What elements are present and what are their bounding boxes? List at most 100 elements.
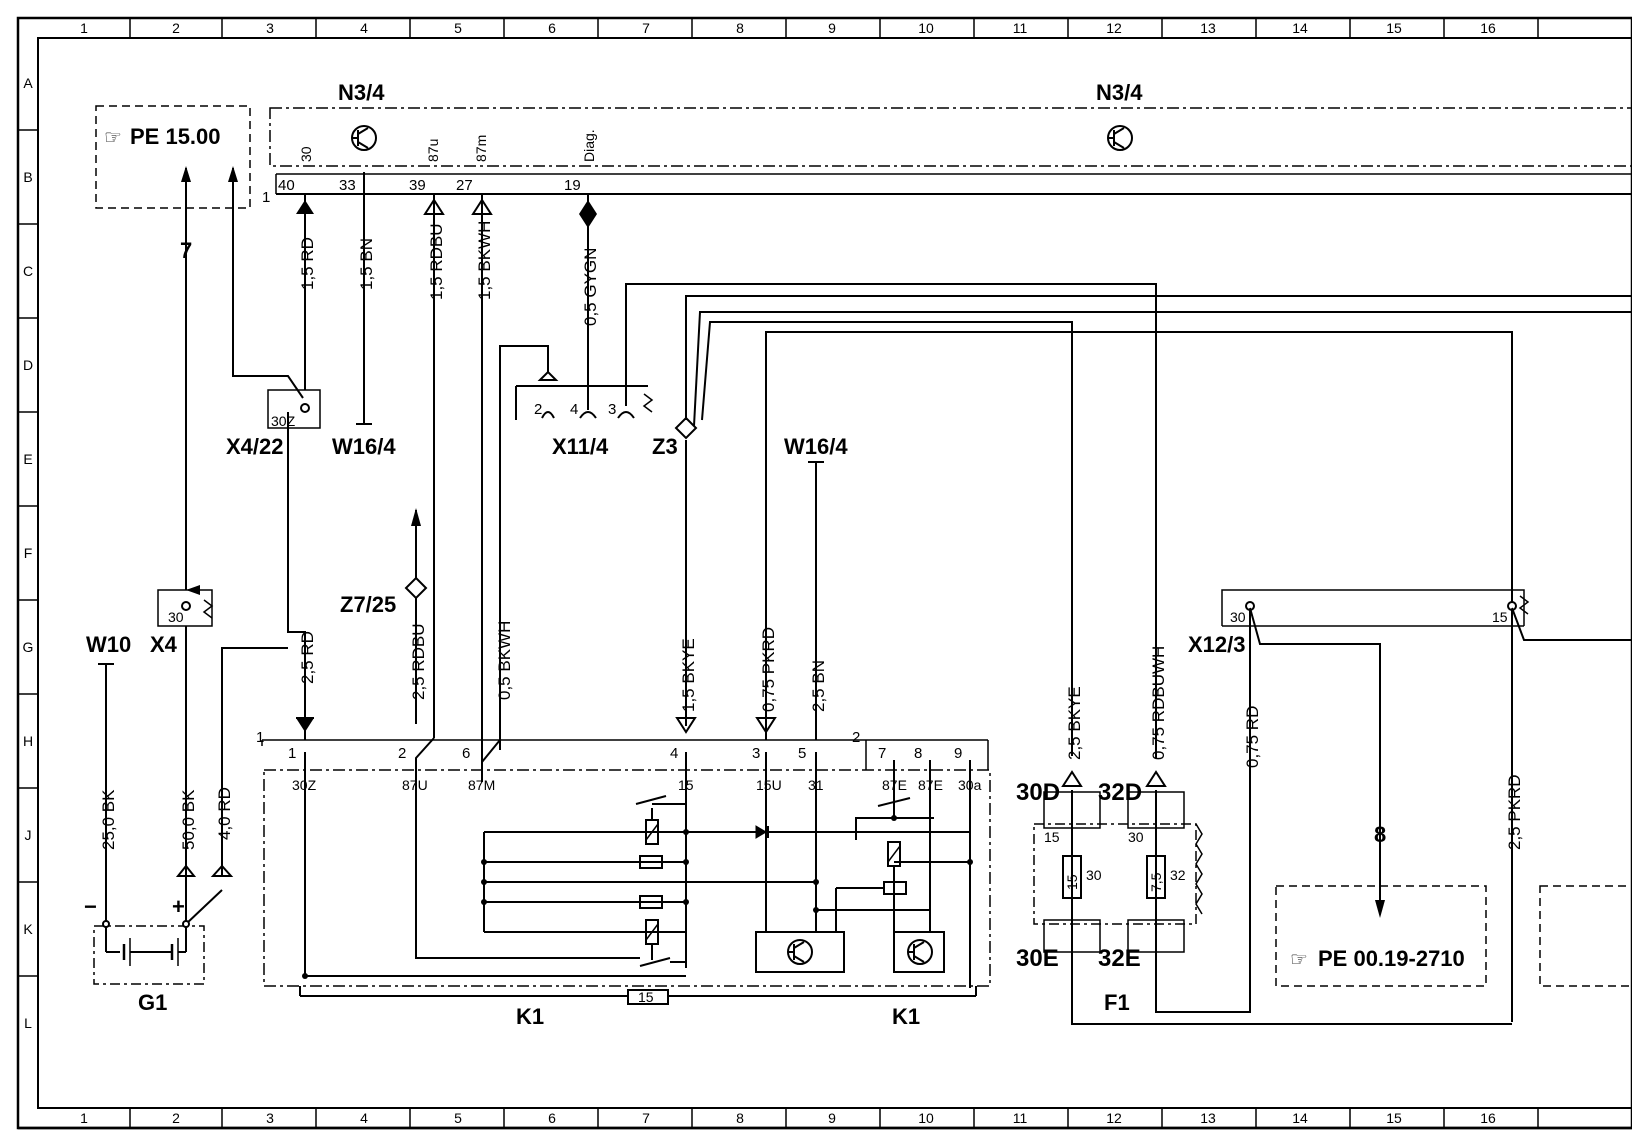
- w16-4-top-label: W16/4: [332, 434, 396, 459]
- wire-label: 2,5 PKRD: [1505, 774, 1524, 850]
- grid-row-label: F: [24, 545, 33, 561]
- grid-col-label: 15: [1386, 20, 1402, 36]
- grid-col-label: 2: [172, 1110, 180, 1126]
- f1-in-left: 30D: [1016, 779, 1060, 806]
- wires-upper: [288, 172, 1632, 1022]
- wire-label: 1,5 RDBU: [427, 223, 446, 300]
- x4-22-label: X4/22: [226, 434, 284, 459]
- pin-name: 31: [808, 777, 824, 793]
- arrow-up-icon: [181, 166, 191, 182]
- wire-label: 0,5 GYGN: [581, 248, 600, 326]
- fuse-number: 30: [1086, 867, 1102, 883]
- pin-name: 15U: [756, 777, 782, 793]
- n34-right-label: N3/4: [1096, 80, 1143, 105]
- pin-name: 30: [1128, 829, 1144, 845]
- grid-col-label: 13: [1200, 20, 1216, 36]
- pin-number: 40: [278, 177, 295, 194]
- pin-name: 30: [298, 146, 314, 162]
- transistor-icon: [352, 126, 376, 150]
- grid-col-label: 14: [1292, 1110, 1308, 1126]
- transistor-icon: [1108, 126, 1132, 150]
- wire-label: 4,0 RD: [215, 787, 234, 840]
- grid-col-label: 4: [360, 1110, 368, 1126]
- f1-out-right: 32E: [1098, 945, 1141, 972]
- pin-number: 8: [914, 745, 922, 762]
- pin-number: 1: [288, 745, 296, 762]
- grid-col-label: 8: [736, 20, 744, 36]
- grid-col-label: 11: [1013, 20, 1028, 36]
- grid-row-labels: A B C D E F G H J K L: [23, 75, 34, 1031]
- k1-left-label: K1: [516, 1004, 544, 1029]
- grid-col-label: 10: [918, 1110, 934, 1126]
- pin-number: 33: [339, 177, 356, 194]
- wire-label: 0,75 RD: [1243, 706, 1262, 768]
- grid-col-label: 9: [828, 1110, 836, 1126]
- fuse-rating: 7,5: [1148, 872, 1164, 892]
- pin-name: 87u: [425, 139, 441, 162]
- pin-name: 15: [1044, 829, 1060, 845]
- pin-name: 30: [1230, 609, 1246, 625]
- grid-col-label: 5: [454, 20, 462, 36]
- g1-label: G1: [138, 990, 167, 1015]
- grid-row-label: C: [23, 263, 33, 279]
- grid-column-labels: 1 2 3 4 5 6 7 8 9 10 11 12 13 14 15 16 1…: [80, 20, 1496, 1126]
- g1-plus: +: [172, 894, 185, 919]
- n34-side-number: 1: [262, 189, 270, 206]
- grid-col-label: 15: [1386, 1110, 1402, 1126]
- pin-arrows: [296, 200, 597, 228]
- wire-label: 1,5 BKWH: [475, 221, 494, 300]
- grid-row-label: E: [23, 451, 32, 467]
- grid-col-label: 3: [266, 1110, 274, 1126]
- f1-label: F1: [1104, 990, 1130, 1015]
- pe-reference-bottom[interactable]: ☞ PE 00.19-2710: [1276, 886, 1486, 986]
- z3-label: Z3: [652, 434, 678, 459]
- pointing-hand-icon: ☞: [104, 127, 122, 149]
- pin-number: 3: [752, 745, 760, 762]
- k1-right-label: K1: [892, 1004, 920, 1029]
- k1-module: [262, 738, 990, 1004]
- wire-label: 0,75 RDBUWH: [1149, 646, 1168, 760]
- pin-number: 9: [954, 745, 962, 762]
- x4-connector: 30 X4: [150, 590, 212, 657]
- f1-in-right: 32D: [1098, 779, 1142, 806]
- x4-22-connector: 30Z X4/22: [226, 390, 320, 459]
- pin-number: 4: [570, 401, 578, 418]
- pin-number: 6: [462, 745, 470, 762]
- grid-col-label: 9: [828, 20, 836, 36]
- grid-col-label: 6: [548, 20, 556, 36]
- arrow-down-icon: [1375, 900, 1385, 918]
- grid-row-label: L: [24, 1015, 32, 1031]
- fuse-rating: 15: [1064, 874, 1080, 890]
- wire-label: 2,5 RD: [298, 631, 317, 684]
- k1-input-arrows: [296, 718, 775, 732]
- grid-ticks: [18, 18, 1538, 1128]
- k1-fuse-label: 15: [638, 989, 654, 1005]
- grid-col-label: 14: [1292, 20, 1308, 36]
- pin-name: 87M: [468, 777, 495, 793]
- grid-row-label: B: [23, 169, 32, 185]
- n34-left-label: N3/4: [338, 80, 385, 105]
- grid-col-label: 13: [1200, 1110, 1216, 1126]
- grid-col-label: 12: [1106, 1110, 1122, 1126]
- grid-row-label: K: [23, 921, 33, 937]
- f1-out-left: 30E: [1016, 945, 1059, 972]
- grid-row-label: H: [23, 733, 33, 749]
- n34-unit: N3/4 N3/4 1 30 87u 87m Diag. 40 33 39 27…: [262, 80, 1632, 206]
- pe-reference-top[interactable]: ☞ PE 15.00: [96, 106, 250, 208]
- arrow-up-icon: [411, 508, 421, 526]
- grid-col-label: 7: [642, 20, 650, 36]
- pin-name: 87E: [882, 777, 907, 793]
- pointing-hand-icon: ☞: [1290, 949, 1308, 971]
- transistor-icon: [788, 940, 812, 964]
- pin-name: 30Z: [292, 777, 317, 793]
- pin-number: 27: [456, 177, 473, 194]
- border-frame: [18, 18, 1632, 1128]
- k1-section-number: 1: [256, 729, 264, 746]
- pe-reference-bottom-label: PE 00.19-2710: [1318, 946, 1465, 971]
- wire-label: 50,0 BK: [179, 789, 198, 850]
- g1-battery: [94, 626, 288, 984]
- grid-col-label: 10: [918, 20, 934, 36]
- wire-label: 2,5 BKYE: [1065, 686, 1084, 760]
- wire-label: 0,75 PKRD: [759, 627, 778, 712]
